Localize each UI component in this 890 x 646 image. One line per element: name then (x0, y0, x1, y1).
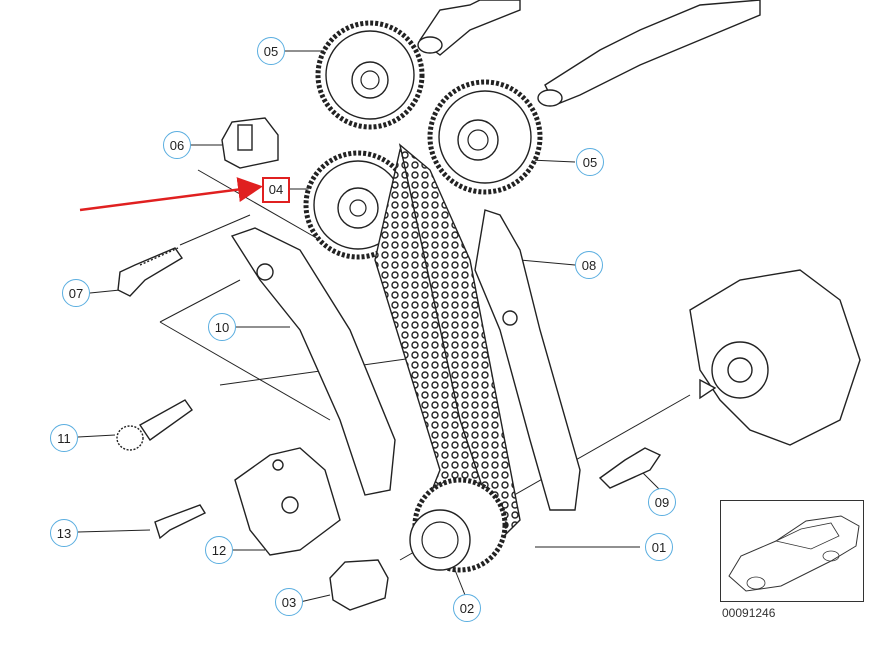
pin-11 (116, 399, 193, 451)
crank-sprocket-02 (409, 477, 508, 573)
high-pressure-pump (689, 269, 861, 446)
bolt-13 (154, 504, 207, 540)
camshaft-right (537, 0, 761, 107)
callout-10: 10 (208, 313, 236, 341)
callout-13: 13 (50, 519, 78, 547)
bolt-07 (117, 247, 184, 297)
callout-07: 07 (62, 279, 90, 307)
vehicle-thumbnail (720, 500, 864, 602)
timing-chain (374, 143, 521, 562)
callout-04-highlighted: 04 (262, 177, 290, 203)
callout-06: 06 (163, 131, 191, 159)
callout-12: 12 (205, 536, 233, 564)
callout-05-right: 05 (576, 148, 604, 176)
callout-03: 03 (275, 588, 303, 616)
callout-02: 02 (453, 594, 481, 622)
sprocket-05-upper (315, 20, 425, 130)
callout-05-upper: 05 (257, 37, 285, 65)
car-icon (728, 515, 860, 592)
tensioner-rail-10 (230, 227, 396, 496)
callout-09: 09 (648, 488, 676, 516)
bolt-09 (598, 447, 662, 489)
callout-01: 01 (645, 533, 673, 561)
callout-08: 08 (575, 251, 603, 279)
callout-11: 11 (50, 424, 78, 452)
guide-rail-08 (474, 209, 581, 511)
chain-tensioner-12 (234, 447, 341, 556)
diagram-code: 00091246 (722, 606, 776, 620)
bushing-06 (221, 117, 279, 169)
camshaft-left (417, 0, 521, 56)
sprocket-05-right (427, 79, 543, 195)
sleeve-03 (329, 559, 389, 611)
